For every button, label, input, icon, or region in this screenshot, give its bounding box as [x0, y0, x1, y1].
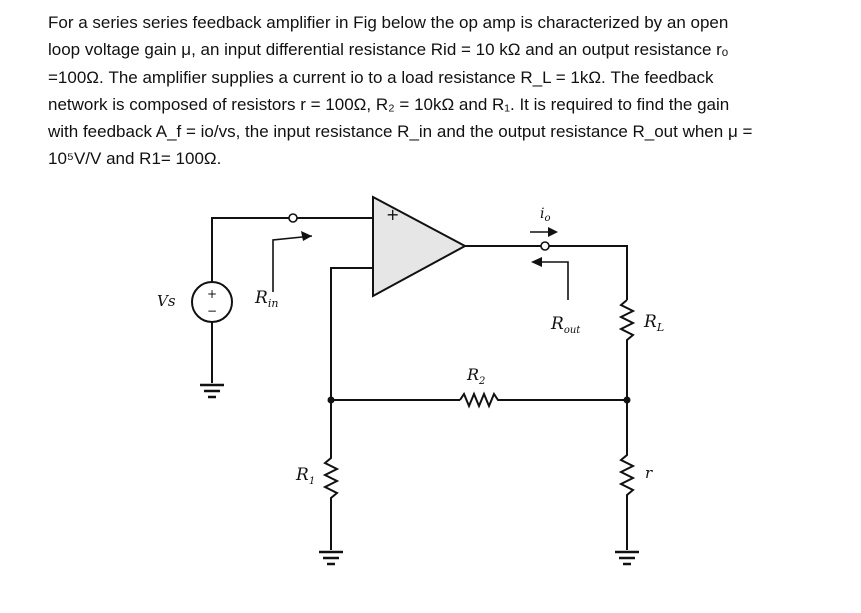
- op-amp: [372, 195, 468, 298]
- r-label: r: [645, 464, 653, 482]
- r1-label: R1: [295, 465, 315, 487]
- r2-resistor: [459, 391, 627, 409]
- source-plus: +: [207, 287, 217, 301]
- problem-line-6: 10⁵V/V and R1= 100Ω.: [48, 149, 222, 169]
- problem-statement: For a series series feedback amplifier i…: [48, 9, 848, 173]
- rin-arrow: [272, 235, 313, 292]
- rout-arrowhead: [531, 257, 542, 267]
- problem-line-2: loop voltage gain μ, an input differenti…: [48, 40, 729, 60]
- wire-opamp-minus: [330, 267, 373, 400]
- r2-label: R2: [466, 365, 485, 387]
- vs-label: Vs: [157, 292, 176, 310]
- ground-r1: [319, 550, 343, 566]
- io-label: io: [540, 206, 551, 224]
- problem-line-5: with feedback A_f = io/vs, the input res…: [48, 122, 753, 142]
- problem-line-3: =100Ω. The amplifier supplies a current …: [48, 67, 714, 87]
- r-resistor: [618, 400, 636, 550]
- terminal-input: [288, 213, 298, 223]
- wire-source-top: [211, 217, 290, 283]
- problem-line-1: For a series series feedback amplifier i…: [48, 13, 729, 32]
- rin-arrowhead: [301, 231, 312, 241]
- problem-line-4: network is composed of resistors r = 100…: [48, 94, 730, 114]
- rl-label: RL: [643, 312, 664, 334]
- r1-resistor: [322, 400, 340, 550]
- io-arrowhead: [548, 227, 558, 237]
- ground-r: [615, 550, 639, 566]
- ground-source: [200, 383, 224, 399]
- opamp-plus-sign: +: [386, 205, 399, 224]
- rout-label: Rout: [550, 314, 581, 336]
- rl-resistor: [618, 299, 636, 400]
- wire-to-load: [549, 245, 628, 300]
- terminal-output: [540, 241, 550, 251]
- rin-label: Rin: [254, 288, 278, 310]
- source-minus: −: [207, 304, 217, 318]
- rout-arrow: [534, 261, 569, 300]
